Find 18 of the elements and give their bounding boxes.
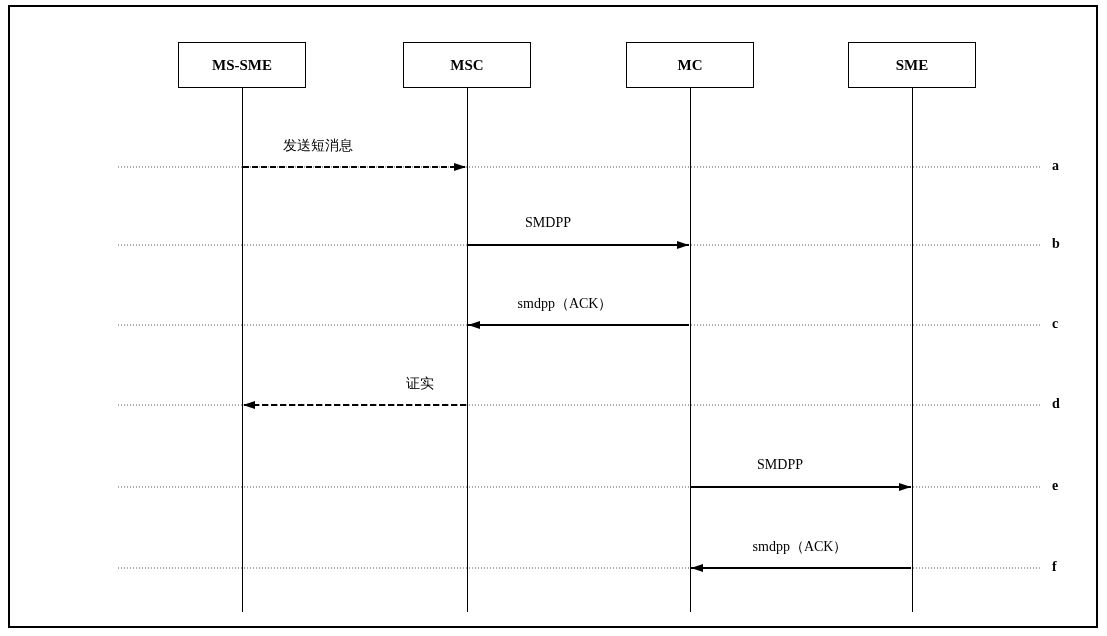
message-arrow (242, 401, 467, 409)
participant-box: SME (848, 42, 976, 88)
row-letter: f (1052, 559, 1057, 575)
message-arrow (467, 321, 690, 329)
participant-box: MSC (403, 42, 531, 88)
message-arrow (467, 241, 690, 249)
row-letter: c (1052, 316, 1059, 332)
row-letter: e (1052, 478, 1059, 494)
message-arrow (242, 163, 467, 171)
message-arrow (690, 564, 912, 572)
participant-box: MS-SME (178, 42, 306, 88)
participant-box: MC (626, 42, 754, 88)
message-arrow (690, 483, 912, 491)
message-label: 发送短消息 (281, 137, 355, 155)
message-label: 证实 (404, 375, 436, 393)
row-letter: a (1052, 158, 1059, 174)
row-letter: d (1052, 396, 1060, 412)
row-letter: b (1052, 236, 1060, 252)
